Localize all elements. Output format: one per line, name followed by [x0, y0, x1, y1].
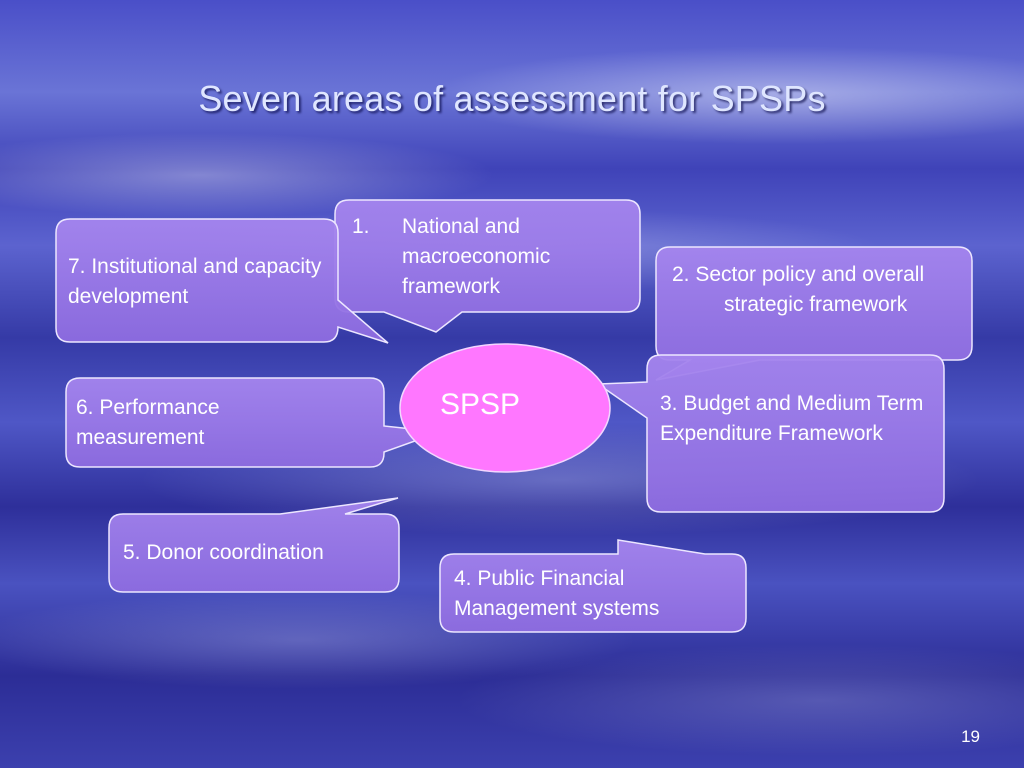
callout-4-shape — [439, 539, 747, 633]
callout-3-shape — [595, 354, 945, 513]
area-6-label: 6. Performance measurement — [76, 396, 220, 449]
area-4-label: 4. Public Financial Management systems — [454, 567, 660, 620]
callout-1-shape — [334, 199, 641, 333]
area-1-label: National and macroeconomic framework — [402, 215, 551, 298]
area-1-text: 1. National and macroeconomic framework — [352, 212, 632, 302]
callout-5-shape — [108, 497, 400, 593]
area-7-label: 7. Institutional and capacity developmen… — [68, 255, 322, 308]
area-2-text: 2. Sector policy and overall strategic f… — [672, 260, 954, 320]
callout-6-shape — [65, 377, 441, 468]
center-ellipse — [399, 343, 611, 473]
area-2-label-rest: overall strategic framework — [724, 263, 925, 316]
area-2-label-first: 2. Sector policy and — [672, 263, 857, 286]
page-number: 19 — [961, 727, 980, 746]
area-7-text: 7. Institutional and capacity developmen… — [68, 252, 330, 312]
area-4-text: 4. Public Financial Management systems — [454, 564, 734, 624]
area-6-text: 6. Performance measurement — [76, 393, 296, 453]
slide-title: Seven areas of assessment for SPSPs — [198, 78, 826, 119]
area-1-number: 1. — [352, 215, 370, 238]
area-5-label: 5. Donor coordination — [123, 541, 324, 564]
area-5-text: 5. Donor coordination — [123, 538, 393, 568]
area-3-label: 3. Budget and Medium Term Expenditure Fr… — [660, 392, 924, 445]
callout-7-shape — [55, 218, 389, 344]
area-3-text: 3. Budget and Medium Term Expenditure Fr… — [660, 389, 936, 449]
center-label: SPSP — [440, 388, 521, 421]
